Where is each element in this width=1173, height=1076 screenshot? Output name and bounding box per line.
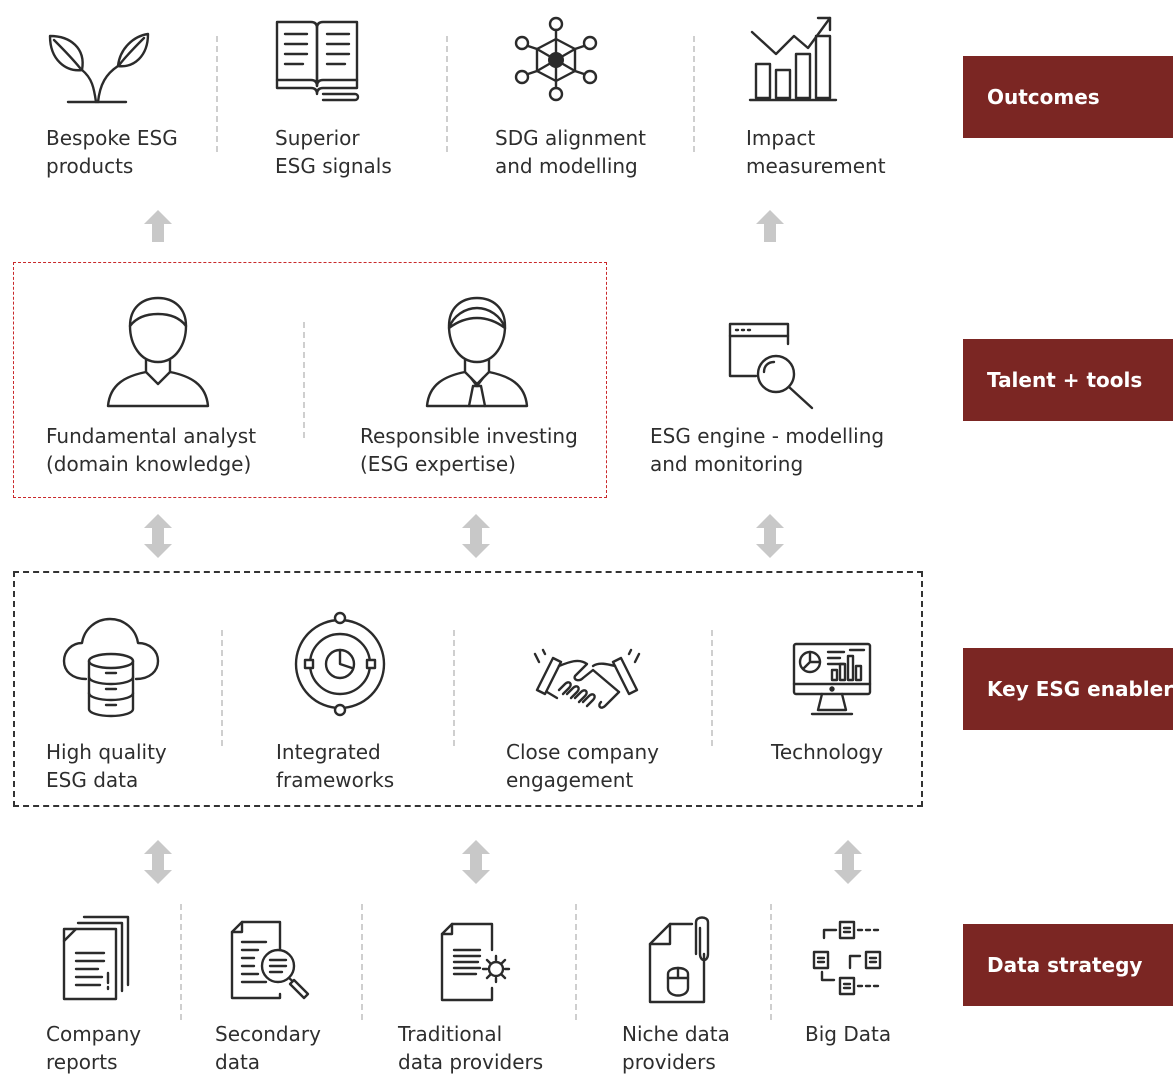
double-arrow xyxy=(462,840,490,884)
double-arrow xyxy=(834,840,862,884)
tag-data-strategy: Data strategy xyxy=(963,924,1173,1006)
target-framework-icon xyxy=(292,611,388,717)
divider xyxy=(575,904,577,1020)
divider xyxy=(216,36,218,152)
double-arrow xyxy=(462,514,490,558)
divider xyxy=(711,630,713,746)
businessman-icon xyxy=(425,296,529,408)
tag-outcomes: Outcomes xyxy=(963,56,1173,138)
divider xyxy=(221,630,223,746)
talent-label-responsible: Responsible investing(ESG expertise) xyxy=(360,424,578,476)
cloud-database-icon xyxy=(62,617,160,718)
monitor-dashboard-icon xyxy=(792,642,872,716)
divider xyxy=(361,904,363,1020)
growth-chart-icon xyxy=(748,14,838,102)
network-icon xyxy=(514,16,598,102)
divider xyxy=(303,322,305,438)
tag-talent-tools: Talent + tools xyxy=(963,339,1173,421)
document-search-icon xyxy=(230,920,312,1002)
double-arrow xyxy=(144,840,172,884)
talent-label-analyst: Fundamental analyst(domain knowledge) xyxy=(46,424,257,476)
divider xyxy=(693,36,695,152)
handshake-icon xyxy=(533,648,641,716)
enablers-box xyxy=(13,571,923,807)
double-arrow xyxy=(144,514,172,558)
talent-highlight-box xyxy=(13,262,607,498)
browser-search-icon xyxy=(728,322,818,412)
up-arrow xyxy=(756,210,784,242)
enabler-label-technology: Technology xyxy=(771,740,884,764)
data-nodes-icon xyxy=(810,918,886,1002)
divider xyxy=(453,630,455,746)
double-arrow xyxy=(756,514,784,558)
up-arrow xyxy=(144,210,172,242)
data-label-bigdata: Big Data xyxy=(805,1022,892,1046)
divider xyxy=(180,904,182,1020)
file-mouse-icon xyxy=(648,914,714,1004)
person-icon xyxy=(106,296,210,408)
book-icon xyxy=(275,16,361,102)
document-gear-icon xyxy=(440,922,514,1002)
plant-icon xyxy=(46,30,152,106)
tag-key-esg-enablers: Key ESG enablers xyxy=(963,648,1173,730)
divider xyxy=(770,904,772,1020)
divider xyxy=(446,36,448,152)
documents-icon xyxy=(62,915,132,1001)
